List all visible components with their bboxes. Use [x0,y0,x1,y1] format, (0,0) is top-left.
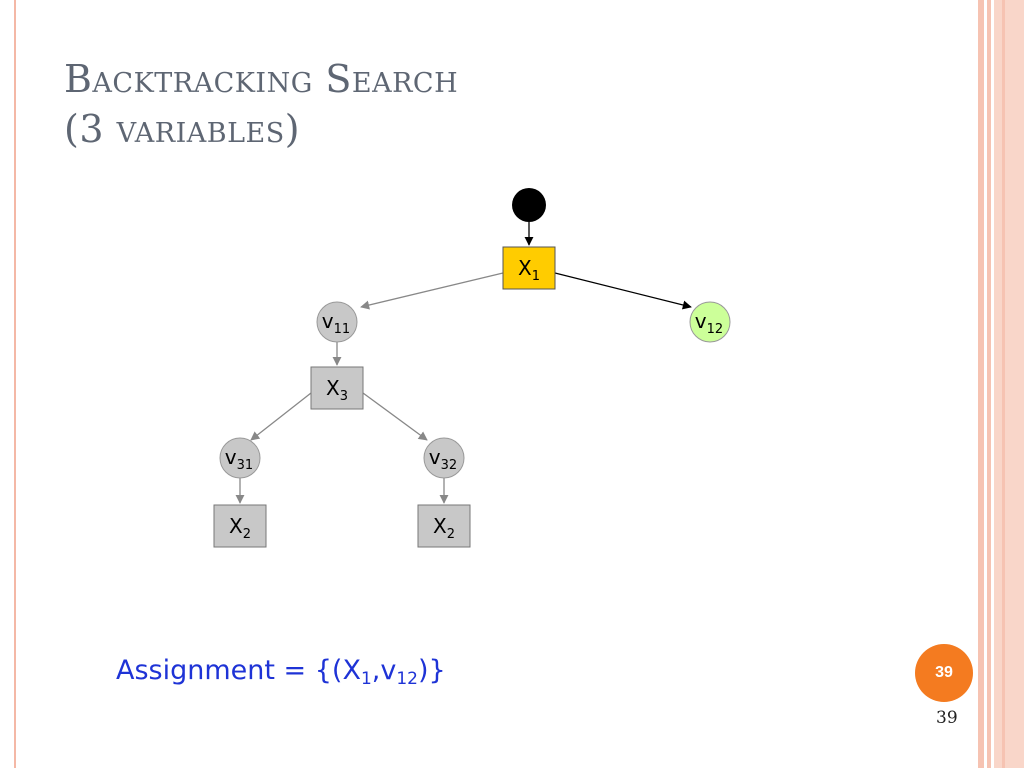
node-v11-label: v11 [322,309,350,337]
right-decorative-band [994,0,1024,768]
slide-title-line-1: Backtracking Search [64,57,459,101]
node-v12-circle [689,301,731,343]
slide-title: Backtracking Search (3 variables) [64,54,764,154]
node-v11-circle [316,301,358,343]
node-v31-circle [219,437,261,479]
left-decorative-rule [14,0,16,768]
node-x2-left-box [213,504,267,548]
edge-x1-v12 [554,272,692,310]
node-x1-box [502,246,556,290]
node-x2-right-box [417,504,471,548]
node-x2-left-label: X2 [229,514,251,542]
root-node [512,188,546,222]
edge-x1-v11 [360,272,504,310]
node-x1-label: X1 [518,256,540,284]
edge-x3-v31 [250,392,312,441]
page-number: 39 [936,708,958,728]
node-v31-label: v31 [225,445,253,473]
slide-number-badge: 39 [915,644,973,702]
node-x2-right-label: X2 [433,514,455,542]
right-decorative-band [1002,0,1005,768]
slide-title-line-2: (3 variables) [64,107,301,151]
node-v12-label: v12 [695,309,723,337]
right-decorative-band [978,0,984,768]
right-decorative-band [987,0,991,768]
assignment-mid: ,v [371,655,397,686]
assignment-sub-1: 1 [360,669,372,689]
edge-x3-v32 [362,392,428,441]
assignment-sub-2: 12 [396,669,418,689]
assignment-suffix: )} [418,655,446,686]
node-x3-box [310,366,364,410]
assignment-prefix: Assignment = {(X [116,655,361,686]
node-v32-label: v32 [429,445,457,473]
assignment-text: Assignment = {(X1,v12)} [116,655,446,689]
node-x3-label: X3 [326,376,348,404]
node-v32-circle [423,437,465,479]
